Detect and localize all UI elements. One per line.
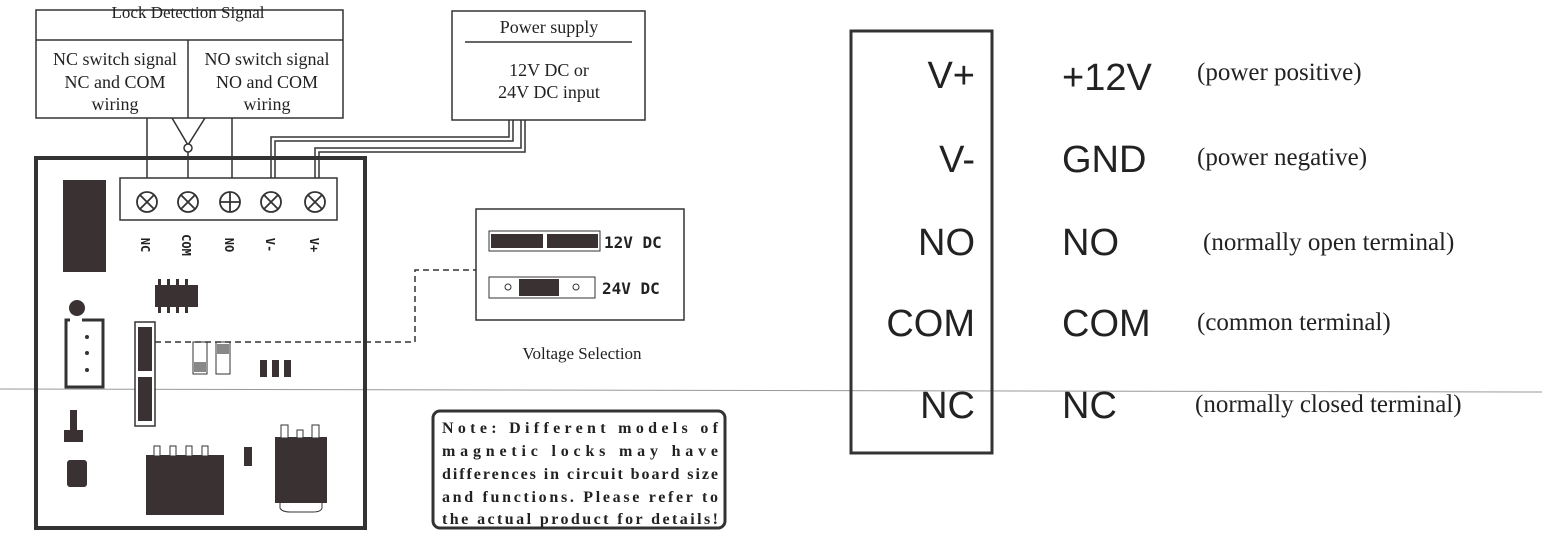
power-supply-box: Power supply 12V DC or 24V DC input (451, 10, 646, 121)
power-supply-line: 24V DC input (498, 82, 600, 102)
note-box: Note: Different models of magnetic locks… (431, 409, 727, 530)
note-line: magnetic locks may have (442, 443, 718, 460)
terminal-label: V+ (307, 238, 321, 252)
voltage-selection-box: 12V DC 24V DC (475, 208, 685, 321)
power-supply-title: Power supply (500, 17, 599, 37)
terminal-signal: NC (1062, 385, 1117, 427)
voltage-option-12v: 12V DC (604, 233, 662, 252)
terminal-description: (power negative) (1197, 144, 1367, 171)
no-box-line: wiring (244, 94, 291, 114)
terminal-label: NO (222, 238, 236, 252)
note-line: Note: Different models of (442, 420, 719, 437)
no-box-line: NO and COM (216, 72, 318, 92)
terminal-signal: NO (1062, 222, 1119, 264)
pcb-jumper (134, 321, 156, 427)
terminal-row: COM COM (common terminal) (886, 303, 1390, 345)
terminal-row: V- GND (power negative) (939, 139, 1367, 181)
connector (64, 318, 105, 389)
terminal-name: V- (939, 139, 975, 181)
terminal-row: V+ +12V (power positive) (927, 55, 1361, 99)
nc-box-line: NC and COM (64, 72, 165, 92)
terminal-signal: COM (1062, 303, 1151, 345)
note-line: and functions. Please refer to (442, 489, 718, 506)
note-line: differences in circuit board size (442, 466, 718, 483)
terminal-description: (normally closed terminal) (1195, 391, 1462, 418)
nc-box-line: wiring (92, 94, 139, 114)
terminal-description: (power positive) (1197, 59, 1362, 86)
power-supply-line: 12V DC or (509, 60, 589, 80)
transformer (275, 424, 327, 513)
terminal-signal: GND (1062, 139, 1146, 181)
terminal-description: (normally open terminal) (1203, 229, 1454, 256)
capacitor-block (63, 180, 106, 272)
terminal-signal: +12V (1062, 57, 1152, 99)
led-icon (69, 300, 85, 316)
voltage-selection-label: Voltage Selection (522, 344, 642, 363)
terminal-label: NC (138, 238, 152, 252)
callout-dashed-line (155, 269, 476, 343)
voltage-option-24v: 24V DC (602, 279, 660, 298)
lock-detection-box: Lock Detection Signal NC switch signal N… (35, 3, 344, 119)
terminal-row: NO NO (normally open terminal) (918, 222, 1454, 264)
relay (146, 445, 224, 515)
scan-fold-line (0, 388, 1542, 393)
component (67, 460, 87, 487)
nc-box-line: NC switch signal (53, 49, 177, 69)
terminal-name: NC (920, 385, 975, 427)
terminal-name: V+ (927, 55, 975, 97)
terminal-name: NO (918, 222, 975, 264)
terminal-name: COM (886, 303, 975, 345)
terminal-table: V+ +12V (power positive) V- GND (power n… (849, 29, 1462, 455)
lock-detection-title: Lock Detection Signal (112, 3, 265, 22)
no-box-line: NO switch signal (205, 49, 330, 69)
terminal-row: NC NC (normally closed terminal) (920, 385, 1461, 427)
terminal-label: V- (263, 238, 277, 252)
circuit-board: NC COM NO V- V+ (34, 156, 367, 530)
ic-chip (155, 279, 198, 313)
terminal-screws (136, 191, 326, 213)
terminal-label: COM (179, 234, 193, 256)
terminal-description: (common terminal) (1197, 309, 1391, 336)
terminal-labels: NC COM NO V- V+ (138, 234, 321, 256)
